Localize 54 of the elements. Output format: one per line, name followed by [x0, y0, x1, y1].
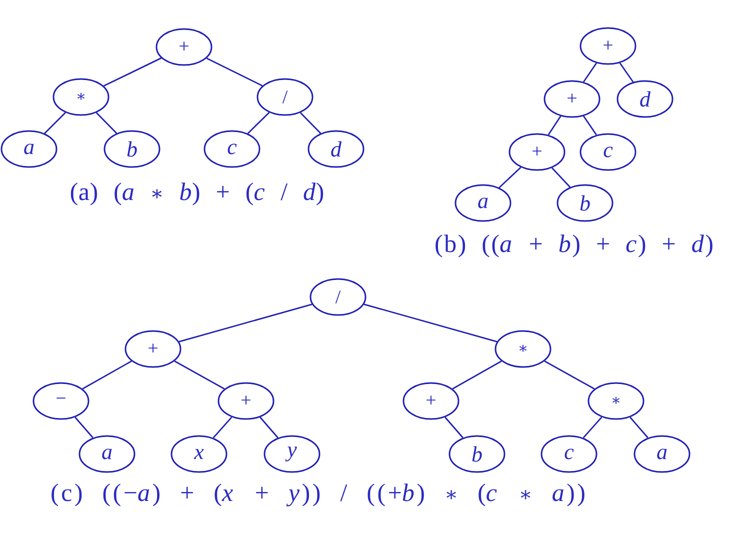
- tree-node: b: [556, 184, 614, 222]
- branch-line: [630, 416, 648, 438]
- tree-node: d: [616, 80, 674, 118]
- tree-node: /: [310, 278, 366, 316]
- tree-node: ∗: [588, 382, 644, 420]
- branch-line: [74, 416, 94, 438]
- branch-line: [300, 112, 322, 134]
- branch-line: [212, 416, 232, 438]
- tree-node: y: [264, 435, 320, 473]
- branch-line: [104, 57, 162, 87]
- tree-node: −: [32, 382, 90, 420]
- tree-node: +: [544, 80, 600, 118]
- tree-node: +: [580, 27, 636, 65]
- tree-node: +: [508, 133, 566, 171]
- branch-line: [178, 304, 312, 342]
- branch-line: [96, 112, 118, 134]
- branch-line: [174, 360, 225, 390]
- tree-node: b: [448, 435, 506, 473]
- figure-caption: (c) ((−a) + (x + y)) / ((+b) ∗ (c ∗ a)): [52, 484, 584, 506]
- branch-line: [551, 167, 571, 188]
- tree-node: a: [454, 184, 512, 222]
- branch-line: [247, 112, 270, 134]
- tree-node: a: [0, 130, 58, 168]
- tree-node: c: [204, 130, 260, 168]
- tree-node: +: [156, 28, 212, 66]
- tree-node: +: [218, 382, 274, 420]
- branch-line: [544, 360, 595, 390]
- branch-line: [452, 360, 502, 390]
- branch-line: [583, 116, 597, 136]
- branch-line: [444, 416, 464, 438]
- figure-caption: (a) (a ∗ b) + (c / d): [70, 182, 324, 206]
- branch-line: [82, 360, 132, 390]
- tree-node: d: [308, 130, 364, 168]
- branch-line: [582, 416, 602, 438]
- tree-node: ∗: [494, 330, 552, 368]
- branch-line: [548, 116, 562, 136]
- branch-line: [260, 416, 278, 438]
- branch-line: [619, 62, 634, 82]
- tree-node: a: [634, 435, 690, 473]
- branch-line: [583, 62, 597, 82]
- tree-node: +: [124, 330, 182, 368]
- tree-node: c: [580, 133, 636, 171]
- tree-node: a: [78, 435, 136, 473]
- tree-node: +: [402, 382, 460, 420]
- branch-line: [364, 304, 498, 342]
- branch-line: [206, 58, 263, 86]
- tree-node: c: [540, 435, 598, 473]
- branch-line: [498, 166, 522, 188]
- tree-node: /: [256, 78, 314, 116]
- figure-caption: (b) ((a + b) + c) + d): [436, 234, 712, 258]
- tree-node: b: [104, 130, 160, 168]
- tree-node: ∗: [52, 78, 110, 116]
- branch-line: [44, 112, 66, 134]
- tree-node: x: [170, 435, 228, 473]
